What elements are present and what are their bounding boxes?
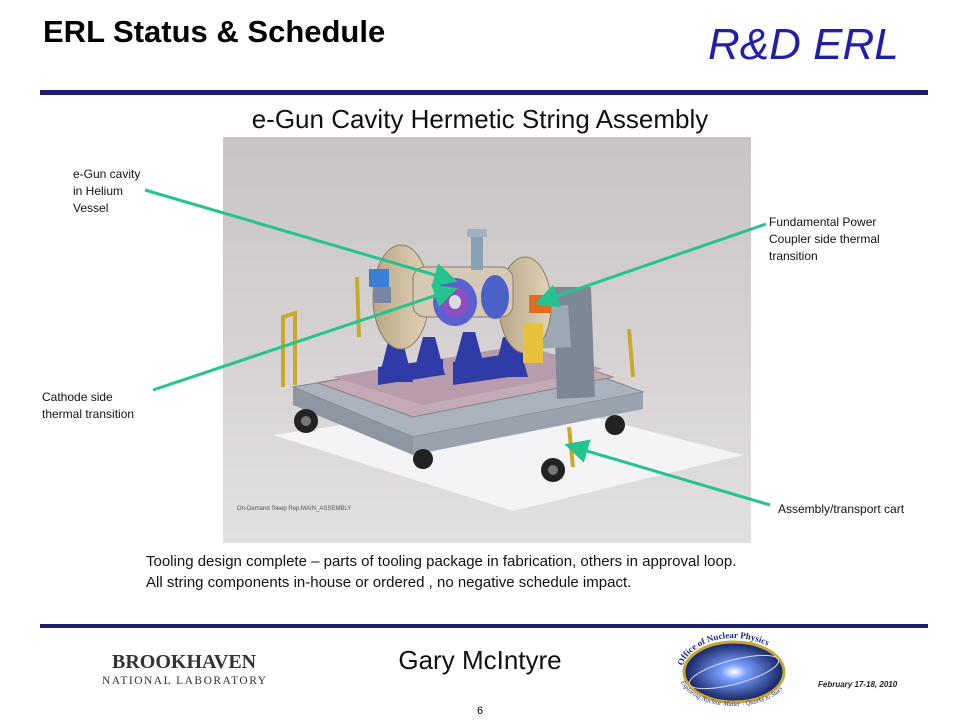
callout-line: Vessel (73, 201, 109, 215)
callout-line: transition (769, 249, 818, 263)
slide-subtitle: e-Gun Cavity Hermetic String Assembly (251, 104, 709, 134)
callout-line: in Helium (73, 184, 124, 198)
callout-line: thermal transition (42, 407, 135, 421)
caption-line: Tooling design complete – parts of tooli… (146, 553, 737, 570)
presenter-name: Gary McIntyre (398, 645, 562, 675)
callout-cathode-transition: Cathode side thermal transition (42, 389, 134, 423)
callout-fpc-transition: Fundamental Power Coupler side thermal t… (769, 214, 880, 265)
callout-egun-cavity: e-Gun cavity in Helium Vessel (73, 166, 140, 217)
slide-caption: Tooling design complete – parts of tooli… (146, 551, 736, 593)
svg-text:NATIONAL LABORATORY: NATIONAL LABORATORY (102, 675, 268, 687)
nuclear-physics-logo: Office of Nuclear Physics Exploring Nucl… (675, 632, 786, 708)
callout-line: Fundamental Power (769, 215, 877, 229)
footer-divider (40, 624, 928, 628)
brookhaven-logo: BROOKHAVEN NATIONAL LABORATORY (102, 651, 268, 687)
callout-line: Assembly/transport cart (778, 502, 905, 516)
callout-line: Coupler side thermal (769, 232, 880, 246)
svg-text:BROOKHAVEN: BROOKHAVEN (112, 651, 257, 673)
caption-line: All string components in-house or ordere… (146, 574, 632, 591)
brand-title: R&D ERL (708, 20, 899, 69)
callout-cart: Assembly/transport cart (778, 501, 904, 518)
page-number: 6 (476, 705, 484, 717)
render-watermark: On-Demand Sleep Rep:MAIN_ASSEMBLY (237, 506, 351, 512)
assembly-render-image: On-Demand Sleep Rep:MAIN_ASSEMBLY (223, 137, 751, 543)
slide-title: ERL Status & Schedule (43, 14, 386, 49)
callout-line: e-Gun cavity (73, 167, 141, 181)
callout-line: Cathode side (42, 390, 113, 404)
header-divider (40, 90, 928, 95)
presentation-date: February 17-18, 2010 (818, 680, 898, 689)
